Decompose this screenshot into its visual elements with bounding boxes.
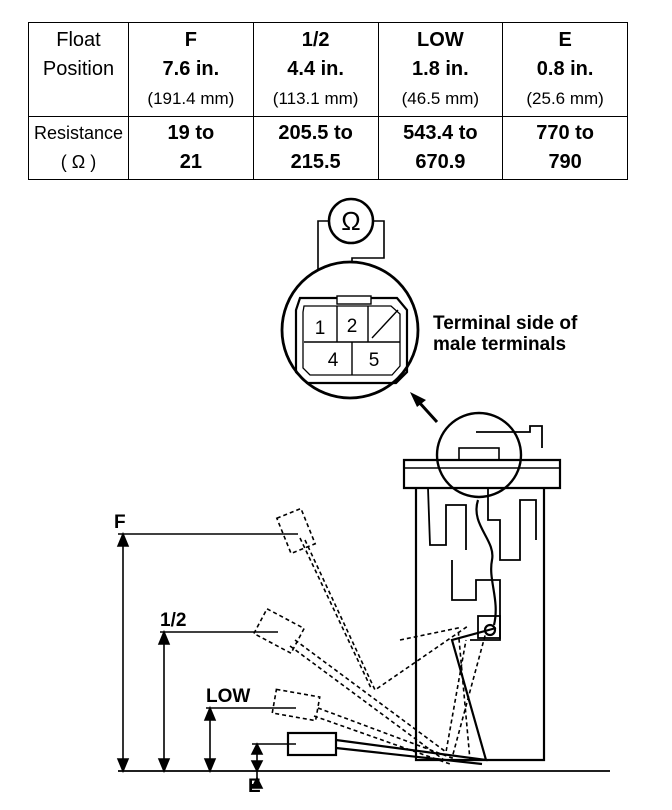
flange (402, 458, 562, 490)
resistance-label-2: ( Ω ) (60, 151, 97, 172)
resistance-label-1: Resistance (33, 122, 124, 143)
dimension-arrows (116, 531, 264, 789)
res-f: 19 to 21 (128, 115, 254, 181)
inches-low: 1.8 in. (412, 57, 469, 80)
terminal-2: 2 (347, 316, 358, 337)
connector-inner (302, 305, 401, 376)
level-label-half: 1/2 (160, 610, 186, 631)
float-half (252, 607, 306, 655)
res-half: 205.5 to 215.5 (252, 115, 379, 181)
inches-e: 0.8 in. (536, 57, 594, 80)
empty-terminal-slash (371, 309, 399, 339)
level-label-f: F (114, 512, 126, 533)
resistance-row: Resistance ( Ω ) 19 to 21 205.5 to 215.5… (28, 115, 628, 181)
float-position-label-2: Position (42, 57, 115, 80)
inches-half: 4.4 in. (287, 57, 344, 80)
inches-f: 7.6 in. (162, 57, 220, 80)
float-resistance-table: Float Position F 7.6 in. (191.4 mm) 1/2 … (28, 22, 628, 181)
float-low (271, 688, 321, 722)
detail-arrow-head (410, 392, 426, 407)
position-e: E (558, 28, 572, 51)
res-low: 543.4 to 670.9 (377, 115, 504, 181)
detail-arrow (416, 399, 439, 424)
float-position-header: Float Position (28, 22, 129, 117)
ohm-symbol: Ω (341, 206, 360, 236)
mm-low: (46.5 mm) (401, 88, 480, 108)
level-lines (118, 533, 298, 745)
res-half-1: 205.5 to (278, 121, 353, 144)
arm-low (317, 631, 487, 760)
terminal-caption-2: male terminals (433, 334, 566, 355)
pump-housing (414, 488, 546, 762)
mm-half: (113.1 mm) (272, 88, 359, 108)
res-e-2: 790 (548, 150, 582, 173)
connector-detail: 1 2 4 5 (280, 260, 420, 400)
res-low-1: 543.4 to (403, 121, 478, 144)
res-half-2: 215.5 (290, 150, 341, 173)
level-label-low: LOW (206, 686, 250, 707)
res-f-1: 19 to (167, 121, 215, 144)
res-e: 770 to 790 (502, 115, 628, 181)
col-f: F 7.6 in. (191.4 mm) (128, 22, 254, 117)
col-e: E 0.8 in. (25.6 mm) (502, 22, 628, 117)
terminal-5: 5 (369, 350, 380, 371)
terminal-caption-1: Terminal side of (433, 313, 578, 334)
connector-spot-circle (435, 411, 523, 499)
level-label-e: E (248, 776, 261, 797)
res-low-2: 670.9 (415, 150, 466, 173)
magnifier-circle (280, 260, 420, 400)
sender-unit (402, 411, 562, 762)
float-position-label-1: Float (56, 28, 101, 51)
resistance-header: Resistance ( Ω ) (28, 115, 129, 181)
position-low: LOW (417, 28, 464, 51)
connector-latch (336, 295, 372, 305)
float-f (275, 507, 317, 555)
float-position-row: Float Position F 7.6 in. (191.4 mm) 1/2 … (28, 22, 628, 117)
terminal-1: 1 (315, 318, 326, 339)
terminal-4: 4 (328, 350, 339, 371)
res-f-2: 21 (179, 150, 202, 173)
position-half: 1/2 (301, 28, 330, 51)
arm-f (304, 539, 469, 692)
mm-e: (25.6 mm) (526, 88, 604, 108)
mm-f: (191.4 mm) (147, 88, 235, 108)
float-arm-positions (252, 507, 487, 765)
connector-housing (294, 296, 409, 385)
position-f: F (184, 28, 197, 51)
res-e-1: 770 to (536, 121, 595, 144)
col-low: LOW 1.8 in. (46.5 mm) (377, 22, 504, 117)
